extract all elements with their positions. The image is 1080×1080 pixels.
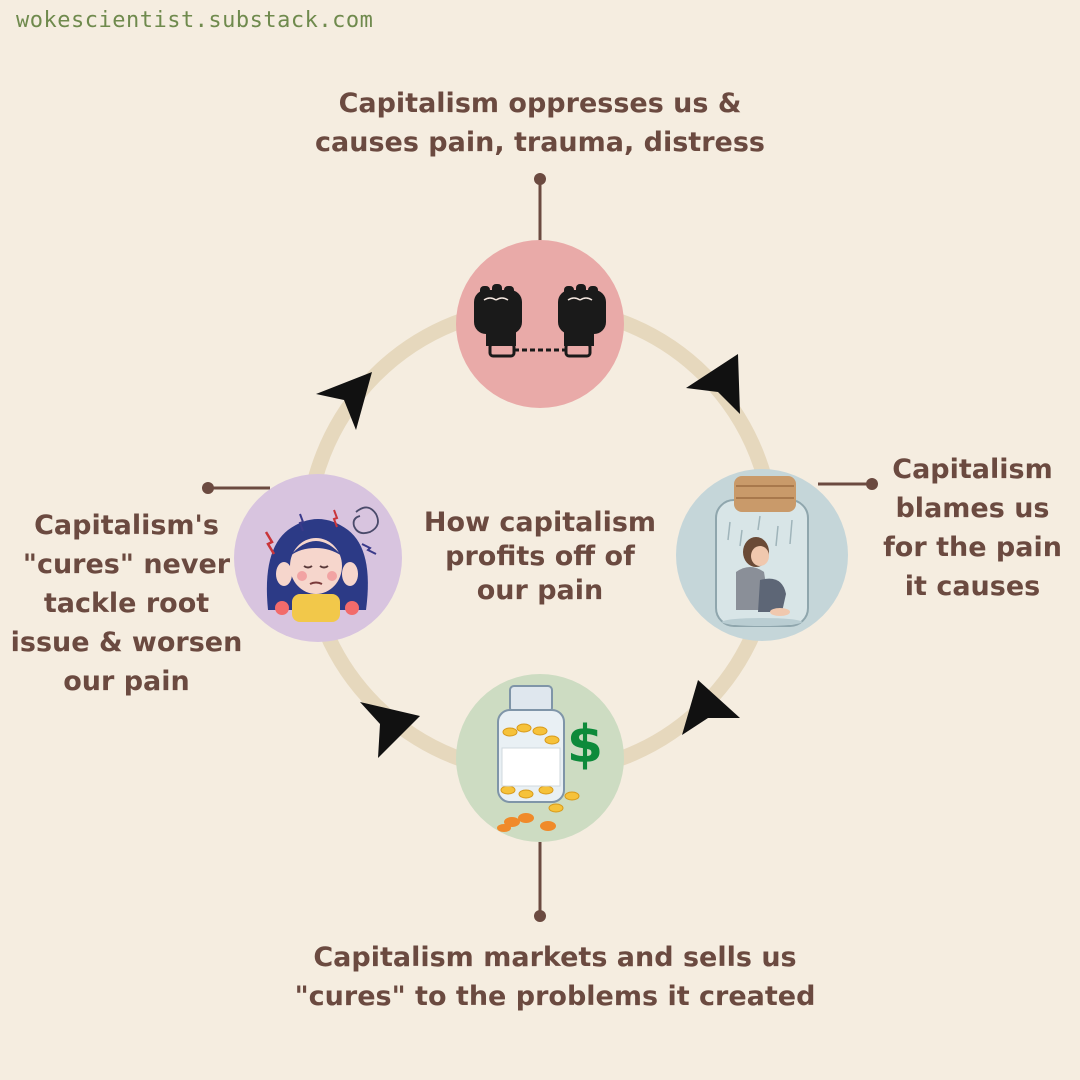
step-left-circle xyxy=(234,474,402,642)
connector-dot-bottom xyxy=(534,910,546,922)
connector-dot-left xyxy=(202,482,214,494)
connectors xyxy=(202,173,878,922)
connector-dot-right xyxy=(866,478,878,490)
cycle-arrows xyxy=(316,354,740,758)
step-label-right: Capitalism blames us for the pain it cau… xyxy=(883,454,1062,602)
step-label-bottom: Capitalism markets and sells us "cures" … xyxy=(294,942,816,1012)
handcuffed-fists-icon xyxy=(474,284,606,358)
step-bottom-circle: $ xyxy=(456,674,624,842)
site-url: wokescientist.substack.com xyxy=(16,8,374,33)
person-in-jar-icon xyxy=(715,476,809,627)
step-label-left: Capitalism's "cures" never tackle root i… xyxy=(10,510,243,697)
arrow-bottom-right xyxy=(682,680,740,735)
pill-bottle-dollar-icon: $ xyxy=(497,685,603,832)
step-right-circle xyxy=(676,469,848,641)
center-title: How capitalism profits off of our pain xyxy=(423,507,657,606)
step-top-circle xyxy=(456,240,624,408)
connector-dot-top xyxy=(534,173,546,185)
arrow-top-right xyxy=(686,354,740,414)
svg-text:$: $ xyxy=(567,715,603,775)
step-label-top: Capitalism oppresses us & causes pain, t… xyxy=(315,88,765,158)
arrow-top-left xyxy=(316,372,372,430)
arrow-bottom-left xyxy=(360,702,420,758)
distressed-woman-icon xyxy=(264,506,379,622)
